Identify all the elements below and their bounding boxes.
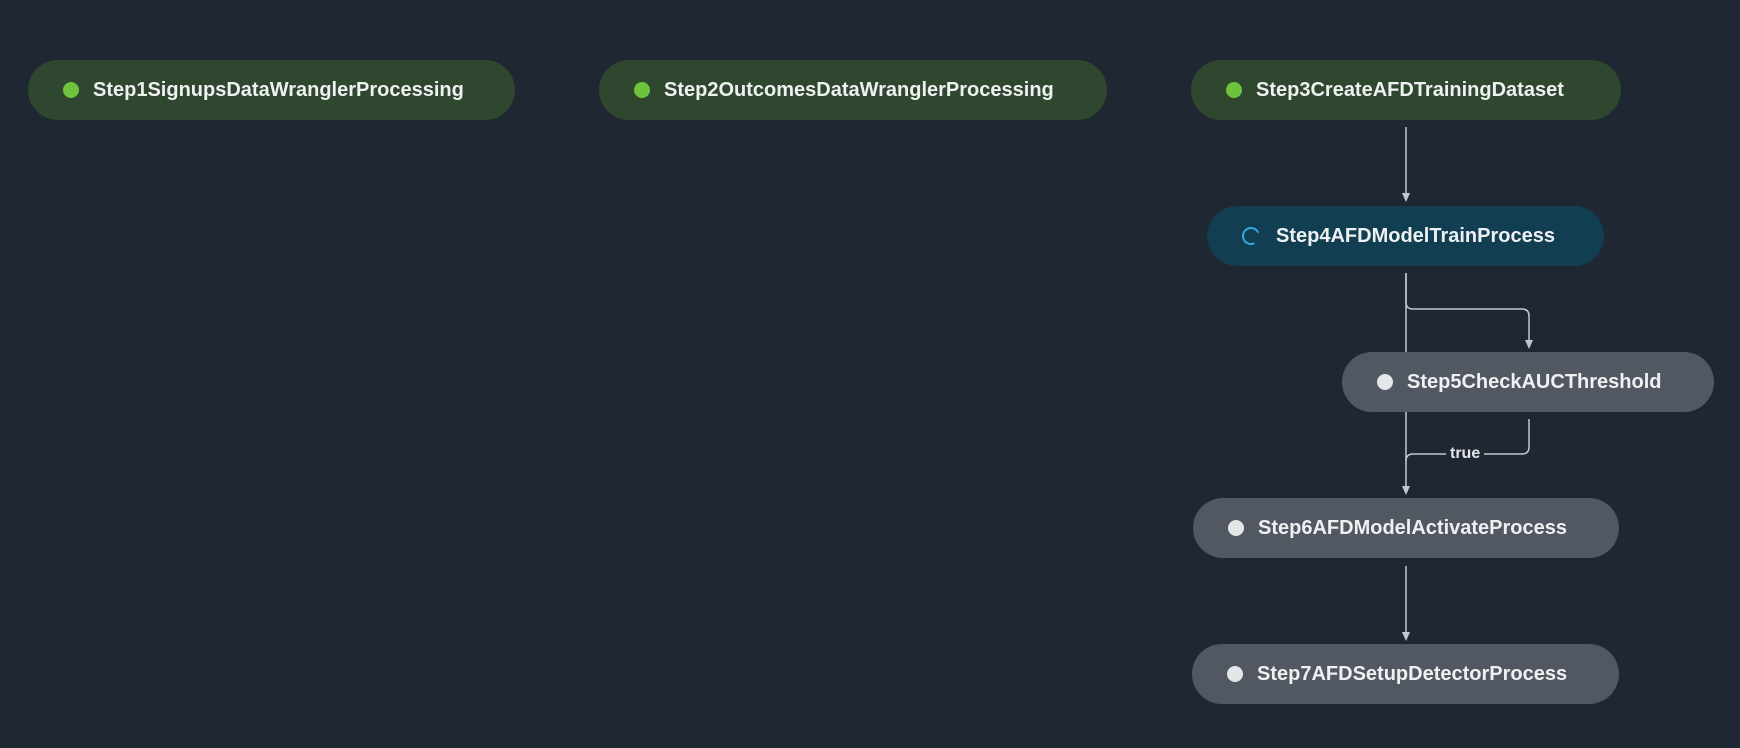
status-succeeded-icon [1226,82,1242,98]
status-pending-icon [1228,520,1244,536]
step-node-step1[interactable]: Step1SignupsDataWranglerProcessing [28,60,515,120]
step-label: Step5CheckAUCThreshold [1407,370,1662,393]
step-node-step5[interactable]: Step5CheckAUCThreshold [1342,352,1714,412]
edge-step5-to-step6-true [1405,419,1530,462]
status-succeeded-icon [634,82,650,98]
edge-label-true: true [1446,445,1485,463]
step-node-step2[interactable]: Step2OutcomesDataWranglerProcessing [599,60,1107,120]
status-succeeded-icon [63,82,79,98]
step-label: Step6AFDModelActivateProcess [1258,516,1567,539]
step-label: Step1SignupsDataWranglerProcessing [93,78,464,101]
step-label: Step4AFDModelTrainProcess [1276,224,1555,247]
step-label: Step3CreateAFDTrainingDataset [1256,78,1564,101]
step-node-step6[interactable]: Step6AFDModelActivateProcess [1193,498,1619,558]
step-node-step3[interactable]: Step3CreateAFDTrainingDataset [1191,60,1621,120]
edge-step4-to-step5 [1405,273,1533,349]
step-node-step4[interactable]: Step4AFDModelTrainProcess [1207,206,1604,266]
status-pending-icon [1227,666,1243,682]
step-label: Step7AFDSetupDetectorProcess [1257,662,1568,685]
step-label: Step2OutcomesDataWranglerProcessing [664,78,1054,101]
status-pending-icon [1377,374,1393,390]
step-node-step7[interactable]: Step7AFDSetupDetectorProcess [1192,644,1619,704]
spinner-icon [1239,224,1263,248]
